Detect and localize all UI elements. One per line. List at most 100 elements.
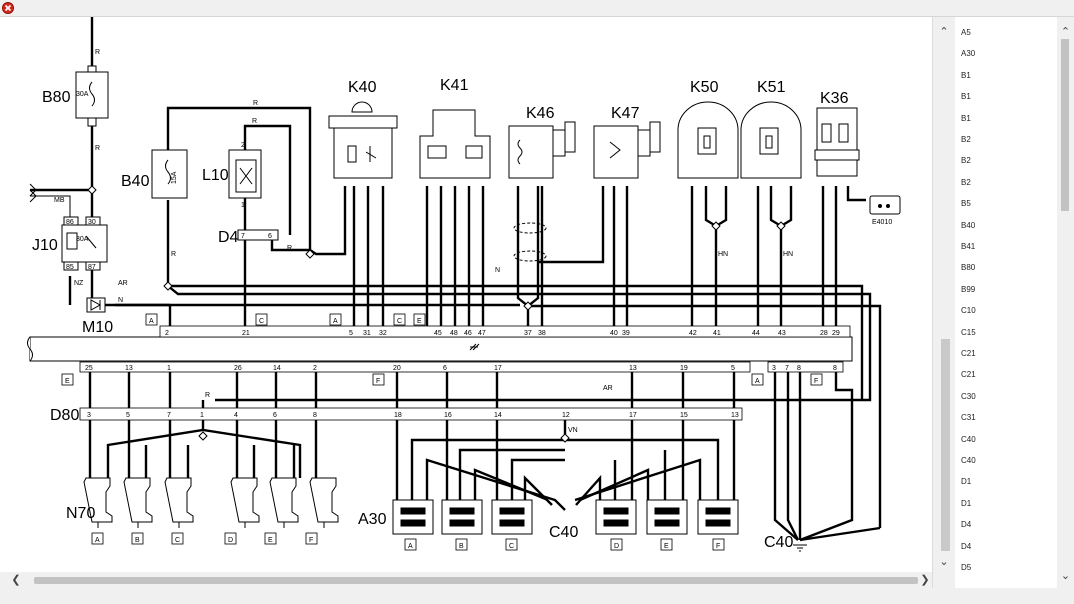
connector-pin-17: 28 <box>820 330 828 337</box>
wire-r-6: R <box>287 245 292 252</box>
box-a30-f: F <box>716 543 720 550</box>
wiring-diagram-canvas[interactable]: B80 B40 L10 D4 J10 M10 K40 K41 K46 K47 K… <box>0 17 932 572</box>
list-item[interactable]: D4 <box>961 541 972 551</box>
bus-pin-15: 8 <box>833 365 837 372</box>
list-item[interactable]: B1 <box>961 92 971 102</box>
list-scroll-thumb[interactable] <box>1061 39 1069 211</box>
bus-pin-7: 6 <box>443 365 447 372</box>
list-vertical-scrollbar[interactable]: ⌃ ⌄ <box>1057 17 1074 588</box>
list-item[interactable]: C15 <box>961 327 976 337</box>
list-item[interactable]: C21 <box>961 349 976 358</box>
bus-pin-9: 13 <box>629 365 637 372</box>
bus-pin-13: 7 <box>785 365 789 372</box>
connector-pin-12: 39 <box>622 330 630 337</box>
horizontal-scroll-thumb[interactable] <box>34 577 918 584</box>
wire-mb: MB <box>54 197 65 204</box>
connector-pin-2: 5 <box>349 330 353 337</box>
pin-86: 86 <box>66 219 74 226</box>
bus-pin-4: 14 <box>273 365 281 372</box>
window-titlebar <box>0 0 1074 17</box>
connector-pin-18: 29 <box>832 330 840 337</box>
list-item[interactable]: B2 <box>961 177 971 187</box>
wire-r-3: R <box>253 100 258 107</box>
bus-pin-5: 2 <box>313 365 317 372</box>
box-c-1: C <box>259 318 264 325</box>
connector-pin-1: 21 <box>242 330 250 337</box>
wire-r-4: R <box>252 118 257 125</box>
label-c40-right: C40 <box>764 534 793 551</box>
label-k46: K46 <box>526 105 555 122</box>
list-item[interactable]: B5 <box>961 199 971 209</box>
scroll-right-icon[interactable]: ❯ <box>920 574 930 586</box>
list-item[interactable]: D4 <box>961 520 972 530</box>
connector-pin-8: 47 <box>478 330 486 337</box>
bus-pin-1: 13 <box>125 365 133 372</box>
connector-pin-11: 40 <box>610 330 618 337</box>
horizontal-scrollbar[interactable]: ❮ ❯ <box>0 572 932 588</box>
list-item[interactable]: B1 <box>961 70 971 80</box>
d80-pin-0: 3 <box>87 412 91 419</box>
list-item[interactable]: C30 <box>961 391 976 401</box>
list-item[interactable]: C40 <box>961 434 976 444</box>
connector-pin-6: 48 <box>450 330 458 337</box>
d80-pin-9: 14 <box>494 412 502 419</box>
label-d4: D4 <box>218 229 239 246</box>
d80-pin-2: 7 <box>167 412 171 419</box>
ground-icon <box>469 343 480 351</box>
box-f-1: F <box>376 378 380 385</box>
close-icon[interactable] <box>2 2 14 14</box>
bus-pin-10: 19 <box>680 365 688 372</box>
wire-ar: AR <box>118 280 128 287</box>
list-item[interactable]: B40 <box>961 220 976 230</box>
d80-pin-6: 8 <box>313 412 317 419</box>
d80-pin-3: 1 <box>200 412 204 419</box>
label-c40-center: C40 <box>549 524 578 541</box>
scroll-down-icon[interactable]: ⌄ <box>939 556 949 568</box>
list-item[interactable]: C40 <box>961 456 976 465</box>
list-item[interactable]: A5 <box>961 28 971 37</box>
list-item[interactable]: B2 <box>961 135 971 144</box>
label-a30: A30 <box>358 511 387 528</box>
label-k40: K40 <box>348 79 377 96</box>
label-k36: K36 <box>820 90 849 107</box>
list-scroll-up-icon[interactable]: ⌃ <box>1060 26 1071 38</box>
pin-87: 87 <box>88 264 96 271</box>
list-item[interactable]: C31 <box>961 413 976 423</box>
box-n70-b: B <box>135 537 140 544</box>
label-b80: B80 <box>42 89 71 106</box>
list-item[interactable]: B2 <box>961 156 971 166</box>
diagram-vertical-scrollbar[interactable]: ⌃ ⌄ <box>932 17 955 588</box>
box-a30-a: A <box>408 543 413 550</box>
list-item[interactable]: D1 <box>961 498 972 508</box>
list-item[interactable]: B41 <box>961 242 976 251</box>
pin-d4-6: 6 <box>268 233 272 240</box>
list-item[interactable]: B1 <box>961 113 971 123</box>
list-item[interactable]: D1 <box>961 477 972 487</box>
label-n70: N70 <box>66 505 95 522</box>
wire-n: N <box>118 297 123 304</box>
list-item[interactable]: B80 <box>961 263 976 273</box>
diagram-scroll-thumb[interactable] <box>941 339 950 551</box>
list-scroll-down-icon[interactable]: ⌄ <box>1060 570 1071 582</box>
connector-pin-13: 42 <box>689 330 697 337</box>
wire-n-2: N <box>495 267 500 274</box>
label-b40: B40 <box>121 173 150 190</box>
pin-l10-1: 1 <box>241 202 245 209</box>
wire-r-1: R <box>95 49 100 56</box>
list-item[interactable]: D5 <box>961 563 972 572</box>
d80-pin-13: 13 <box>731 412 739 419</box>
list-item[interactable]: C10 <box>961 306 976 316</box>
list-item[interactable]: B99 <box>961 284 976 294</box>
label-j10: J10 <box>32 237 58 254</box>
fuse-b80-rating: 30A <box>76 91 89 98</box>
list-item[interactable]: A30 <box>961 49 976 59</box>
label-k50: K50 <box>690 79 719 96</box>
list-item[interactable]: C21 <box>961 370 976 380</box>
bus-pin-3: 26 <box>234 365 242 372</box>
scroll-up-icon[interactable]: ⌃ <box>939 26 949 38</box>
connector-pin-3: 31 <box>363 330 371 337</box>
scroll-left-icon[interactable]: ❮ <box>11 574 21 586</box>
d80-pin-12: 15 <box>680 412 688 419</box>
connector-pin-15: 44 <box>752 330 760 337</box>
